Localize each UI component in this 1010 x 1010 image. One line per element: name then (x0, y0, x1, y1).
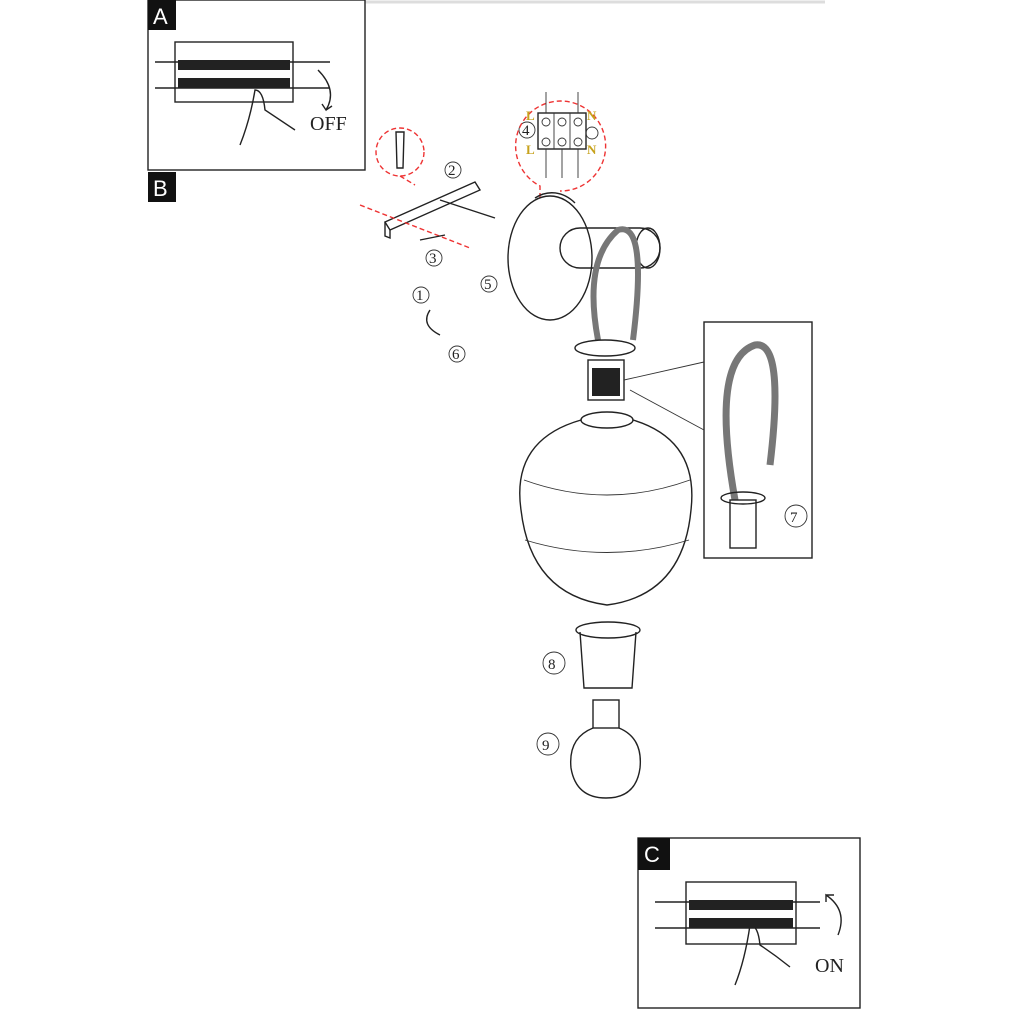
socket-detail-panel (623, 321, 813, 559)
screw-icon (419, 234, 446, 241)
svg-text:6: 6 (452, 347, 460, 363)
panel-a-label-box (148, 0, 176, 30)
svg-text:4: 4 (522, 123, 530, 139)
panel-a-switch-off: A OFF (147, 0, 366, 171)
step-markers: 2 3 1 6 5 4 7 8 9 (412, 121, 808, 756)
step-4: 4 (518, 121, 536, 139)
mounting-bracket (359, 181, 496, 249)
svg-text:5: 5 (484, 277, 492, 293)
step-5: 5 (480, 275, 498, 293)
light-bulb (569, 699, 642, 799)
svg-text:N: N (587, 108, 597, 123)
on-caption: ON (815, 955, 844, 977)
breaker-panel-icon (685, 881, 797, 945)
step-8: 8 (542, 651, 566, 675)
svg-text:1: 1 (416, 288, 424, 304)
off-caption: OFF (310, 113, 347, 135)
globe-shade (519, 411, 693, 606)
svg-text:L: L (526, 142, 535, 157)
svg-text:3: 3 (429, 251, 437, 267)
lamp-wall-mount (507, 192, 661, 401)
hand-icon (734, 924, 791, 986)
panel-a-letter: A (153, 4, 168, 29)
rotate-arrow-icon (426, 309, 441, 336)
wall-plug-detail (375, 127, 425, 186)
arrow-up-icon (825, 893, 842, 936)
hand-icon (239, 89, 296, 146)
panel-c-switch-on: C ON (637, 837, 861, 1009)
step-1: 1 (412, 286, 430, 304)
svg-text:2: 2 (448, 163, 456, 179)
breaker-panel-icon (155, 41, 330, 103)
step-7: 7 (784, 504, 808, 528)
svg-text:8: 8 (548, 657, 556, 673)
arrow-down-icon (317, 69, 333, 112)
step-9: 9 (536, 732, 560, 756)
panel-b-label-box (148, 172, 176, 202)
panel-c-letter: C (644, 842, 660, 867)
step-2: 2 (444, 161, 462, 179)
step-6: 6 (448, 345, 466, 363)
svg-text:N: N (587, 142, 597, 157)
shade-ring (575, 621, 641, 689)
panel-b-letter: B (153, 176, 168, 201)
step-3: 3 (425, 249, 443, 267)
svg-text:9: 9 (542, 738, 550, 754)
terminal-block-detail: L N L N (514, 92, 607, 198)
svg-text:L: L (526, 108, 535, 123)
ground-icon (585, 126, 599, 140)
svg-text:7: 7 (790, 510, 798, 526)
screw-icon (439, 199, 496, 219)
